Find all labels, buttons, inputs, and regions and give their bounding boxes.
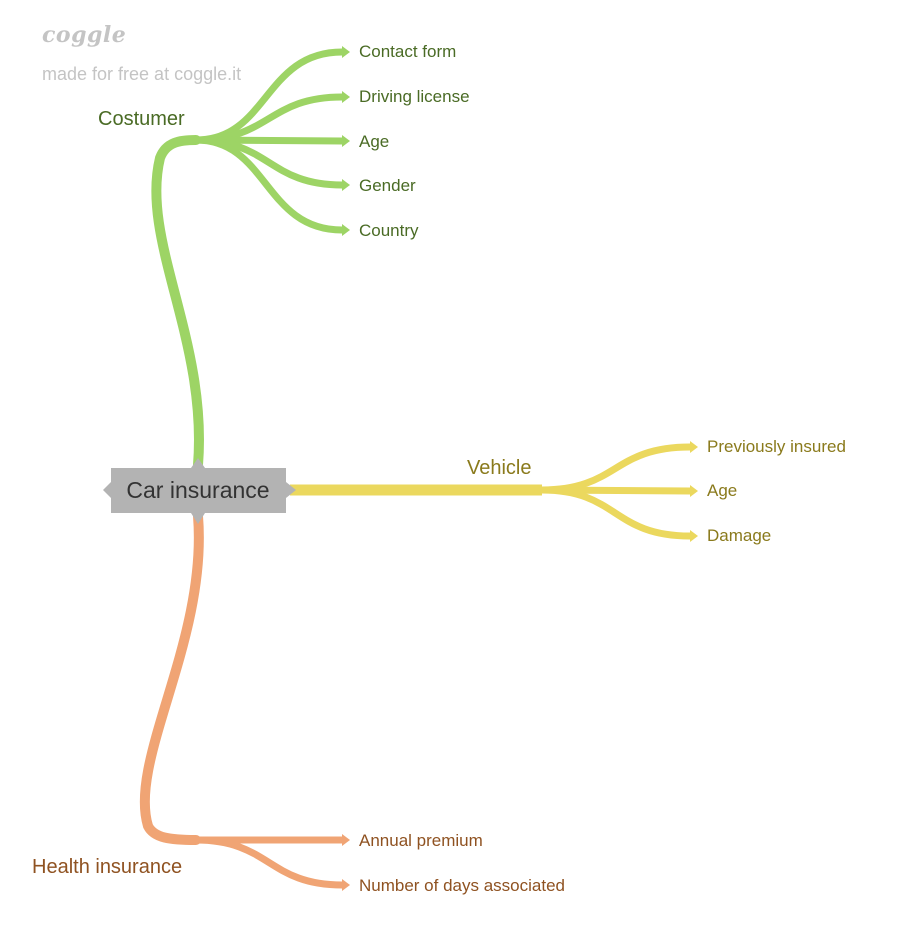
leaf-previously-insured[interactable]: Previously insured <box>707 437 846 456</box>
connector-root-to-health <box>139 511 204 845</box>
leaf-age[interactable]: Age <box>359 132 389 151</box>
arrow-tip-age <box>342 135 350 147</box>
leaf-annual-premium[interactable]: Annual premium <box>359 831 483 850</box>
leaf-days-associated[interactable]: Number of days associated <box>359 876 565 895</box>
connector-root-to-costumer <box>151 135 204 470</box>
branch-label-costumer[interactable]: Costumer <box>98 108 185 130</box>
branch-health-insurance: Health insurance Annual premium Number o… <box>32 511 565 895</box>
arrow-tip-annual-premium <box>342 834 350 846</box>
arrow-tip-vehicle-age <box>690 485 698 497</box>
connector-country <box>192 136 346 234</box>
arrow-tip-damage <box>690 530 698 542</box>
connector-damage <box>538 486 694 540</box>
branch-label-health-insurance[interactable]: Health insurance <box>32 856 182 878</box>
leaf-country[interactable]: Country <box>359 221 419 240</box>
arrow-tip-gender <box>342 179 350 191</box>
leaf-driving-license[interactable]: Driving license <box>359 87 470 106</box>
leaf-damage[interactable]: Damage <box>707 526 771 545</box>
coggle-logo: coggle <box>42 22 127 48</box>
arrow-tip-driving-license <box>342 91 350 103</box>
arrow-tip-country <box>342 224 350 236</box>
arrow-tip-previously-insured <box>690 441 698 453</box>
leaf-vehicle-age[interactable]: Age <box>707 481 737 500</box>
leaf-contact-form[interactable]: Contact form <box>359 42 456 61</box>
connector-previously-insured <box>538 443 694 494</box>
connector-days-associated <box>192 836 346 889</box>
root-node-box[interactable] <box>103 458 296 524</box>
branch-costumer: Costumer Contact form Driving license Ag… <box>98 42 470 470</box>
branch-label-vehicle[interactable]: Vehicle <box>467 457 532 479</box>
arrow-tip-days-associated <box>342 879 350 891</box>
root-node-label[interactable]: Car insurance <box>126 477 269 503</box>
arrow-tip-contact-form <box>342 46 350 58</box>
leaf-gender[interactable]: Gender <box>359 176 416 195</box>
root-node[interactable]: Car insurance <box>103 458 296 524</box>
branch-vehicle: Vehicle Previously insured Age Damage <box>290 437 846 545</box>
coggle-watermark-text: made for free at coggle.it <box>42 64 242 84</box>
